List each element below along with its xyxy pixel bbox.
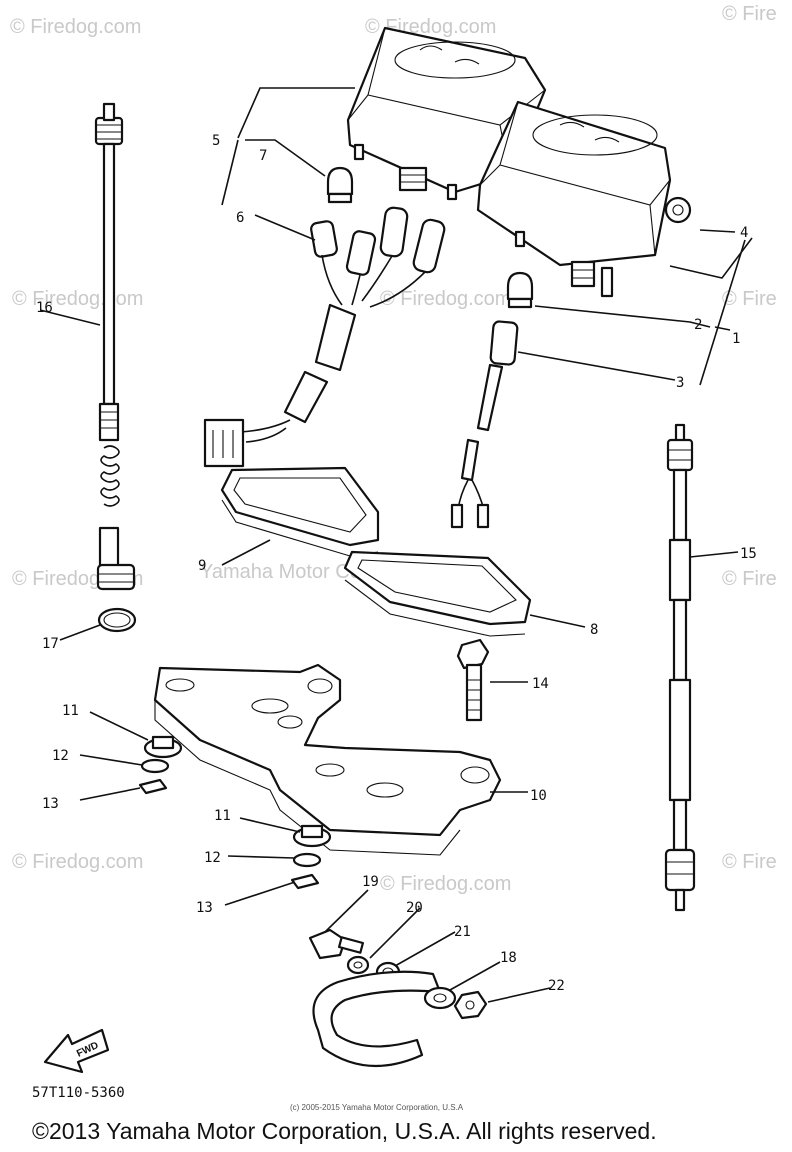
copyright-notice: ©2013 Yamaha Motor Corporation, U.S.A. A… xyxy=(32,1118,657,1144)
fastener-set-upper xyxy=(138,735,183,795)
fastener-set-lower xyxy=(290,824,332,890)
callout-17: 17 xyxy=(42,636,59,652)
callout-16: 16 xyxy=(36,300,53,316)
watermark: © Firedog.com xyxy=(380,873,511,895)
callout-11: 11 xyxy=(214,808,231,824)
watermark: © Fire xyxy=(722,288,777,310)
watermark: © Fire xyxy=(722,3,777,25)
callout-4: 4 xyxy=(740,225,748,241)
callout-9: 9 xyxy=(198,558,206,574)
callout-1: 1 xyxy=(732,331,740,347)
callout-7: 7 xyxy=(259,148,267,164)
bracket-10 xyxy=(153,663,502,856)
watermark: © Firedog.com xyxy=(12,851,143,873)
callout-22: 22 xyxy=(548,978,565,994)
damper-9 xyxy=(220,466,380,557)
callout-18: 18 xyxy=(500,950,517,966)
watermark: © Fire xyxy=(722,568,777,590)
cable-15 xyxy=(664,423,696,912)
callout-8: 8 xyxy=(590,622,598,638)
bulb-7 xyxy=(326,166,354,204)
callout-13: 13 xyxy=(196,900,213,916)
callout-20: 20 xyxy=(406,900,423,916)
watermark: © Firedog.com xyxy=(380,288,511,310)
damper-8 xyxy=(343,550,532,637)
diagram-code: 57T110-5360 xyxy=(32,1085,125,1101)
watermark: © Firedog.com xyxy=(10,16,141,38)
o-ring-17 xyxy=(97,607,137,633)
small-copyright: (c) 2005-2015 Yamaha Motor Corporation, … xyxy=(290,1103,464,1112)
callout-5: 5 xyxy=(212,133,220,149)
callout-6: 6 xyxy=(236,210,244,226)
callout-13: 13 xyxy=(42,796,59,812)
watermark: © Fire xyxy=(722,851,777,873)
clamp-assembly xyxy=(308,928,488,1068)
callout-19: 19 xyxy=(362,874,379,890)
callout-12: 12 xyxy=(52,748,69,764)
fwd-arrow-icon: FWD xyxy=(43,1028,110,1074)
callout-11: 11 xyxy=(62,703,79,719)
cable-16 xyxy=(94,102,136,591)
callout-12: 12 xyxy=(204,850,221,866)
socket-3 xyxy=(450,320,519,529)
watermark: © Firedog.com xyxy=(12,288,143,310)
callout-14: 14 xyxy=(532,676,549,692)
socket-harness-6 xyxy=(203,206,446,468)
bolt-14 xyxy=(456,638,490,722)
meter-assembly-right xyxy=(476,100,692,298)
bulb-2 xyxy=(506,271,534,309)
callout-2: 2 xyxy=(694,317,702,333)
leader-lines xyxy=(39,87,753,1003)
callout-3: 3 xyxy=(676,375,684,391)
callout-10: 10 xyxy=(530,788,547,804)
callout-21: 21 xyxy=(454,924,471,940)
callout-15: 15 xyxy=(740,546,757,562)
